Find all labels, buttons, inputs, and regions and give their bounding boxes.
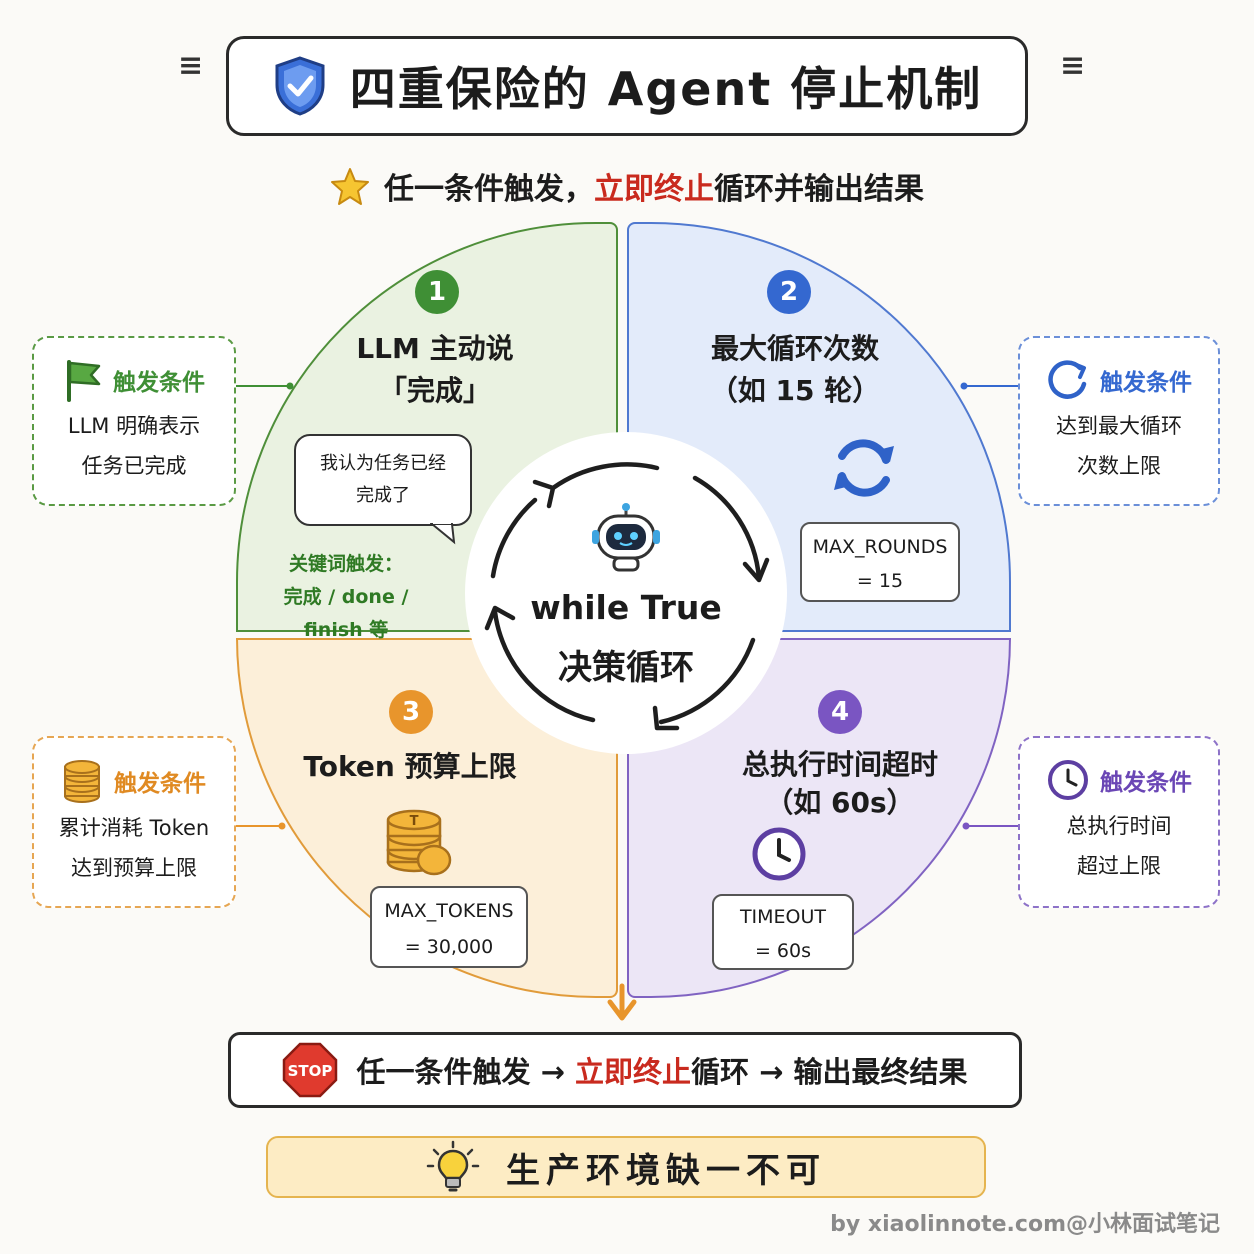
subtitle-part1: 任一条件触发， xyxy=(384,172,594,207)
q1-title: LLM 主动说 「完成」 xyxy=(300,328,570,412)
stop-bar-part1: 任一条件触发 → xyxy=(356,1055,565,1089)
side-text-1b: 任务已完成 xyxy=(81,454,187,478)
shield-check-icon xyxy=(275,56,325,116)
q1-title-line1: LLM 主动说 xyxy=(356,332,514,365)
side-heading-1: 触发条件 xyxy=(113,370,205,396)
timeout-code: TIMEOUT = 60s xyxy=(712,894,854,970)
side-box-token-budget: 触发条件 累计消耗 Token 达到预算上限 xyxy=(32,736,236,908)
clock-icon xyxy=(1048,760,1088,800)
stop-bar-part2: 循环 → 输出最终结果 xyxy=(691,1055,968,1089)
coins-icon xyxy=(64,760,100,803)
step-number-2: 2 xyxy=(767,270,811,314)
credit-watermark: by xiaolinnote.com@小林面试笔记 xyxy=(830,1212,1220,1237)
bubble-tail xyxy=(430,522,456,545)
production-note-text: 生产环境缺一不可 xyxy=(506,1150,826,1191)
step-number-1: 1 xyxy=(415,270,459,314)
max-tokens-code: MAX_TOKENS = 30,000 xyxy=(370,886,528,968)
speech-bubble: 我认为任务已经 完成了 xyxy=(294,434,472,526)
side-text-4a: 总执行时间 xyxy=(1066,814,1172,838)
step-number-3: 3 xyxy=(389,690,433,734)
side-text-3b: 达到预算上限 xyxy=(71,856,197,880)
max-rounds-code: MAX_ROUNDS = 15 xyxy=(800,522,960,602)
side-box-max-rounds: 触发条件 达到最大循环 次数上限 xyxy=(1018,336,1220,506)
q3-code-line1: MAX_TOKENS xyxy=(384,900,514,922)
bubble-line1: 我认为任务已经 xyxy=(320,453,446,474)
side-text-1a: LLM 明确表示 xyxy=(67,414,201,438)
coins-icon: T xyxy=(386,809,452,876)
flag-icon xyxy=(67,360,101,402)
step-number-4: 4 xyxy=(818,690,862,734)
star-icon xyxy=(331,168,369,205)
keyword-trigger: 关键词触发： 完成 / done / finish 等 xyxy=(266,548,426,647)
q2-title-line2: （如 15 轮） xyxy=(709,374,881,407)
q3-code-line2: = 30,000 xyxy=(404,936,494,958)
q4-title: 总执行时间超时 （如 60s） xyxy=(710,746,970,822)
subtitle-highlight: 立即终止 xyxy=(594,172,714,207)
keyword-line1: 关键词触发： xyxy=(288,553,403,575)
refresh-icon xyxy=(834,439,894,497)
q2-title-line1: 最大循环次数 xyxy=(710,332,879,365)
stop-bar-highlight: 立即终止 xyxy=(575,1055,692,1089)
q2-code-line2: = 15 xyxy=(856,570,904,592)
subtitle: 任一条件触发，立即终止循环并输出结果 xyxy=(0,164,1254,208)
side-box-timeout: 触发条件 总执行时间 超过上限 xyxy=(1018,736,1220,908)
svg-text:T: T xyxy=(410,814,419,829)
stop-sign-text: STOP xyxy=(288,1062,333,1080)
q3-title: Token 预算上限 xyxy=(280,746,540,788)
q1-title-line2: 「完成」 xyxy=(378,374,491,407)
q2-title: 最大循环次数 （如 15 轮） xyxy=(660,328,930,412)
page-title: 四重保险的 Agent 停止机制 xyxy=(349,62,983,116)
side-heading-4: 触发条件 xyxy=(1100,770,1192,796)
q3-title-line1: Token 预算上限 xyxy=(303,750,517,783)
loop-arrows xyxy=(484,462,770,731)
stop-sign-icon: STOP xyxy=(283,1042,338,1098)
production-note: 生产环境缺一不可 xyxy=(266,1136,986,1198)
decision-loop-circle xyxy=(465,432,787,754)
stop-summary-bar: STOP 任一条件触发 → 立即终止循环 → 输出最终结果 xyxy=(228,1032,1022,1108)
bubble-line2: 完成了 xyxy=(356,485,410,506)
core-line1: while True xyxy=(530,588,722,627)
q4-code-line2: = 60s xyxy=(754,940,812,962)
keyword-line3: finish 等 xyxy=(303,619,389,641)
subtitle-part2: 循环并输出结果 xyxy=(714,172,924,207)
side-box-llm-done: 触发条件 LLM 明确表示 任务已完成 xyxy=(32,336,236,506)
core-line2: 决策循环 xyxy=(558,648,694,688)
side-text-2b: 次数上限 xyxy=(1077,454,1161,478)
q4-title-line1: 总执行时间超时 xyxy=(741,748,938,781)
title-box: 四重保险的 Agent 停止机制 xyxy=(226,36,1028,136)
q4-title-line2: （如 60s） xyxy=(765,786,915,819)
side-heading-2: 触发条件 xyxy=(1100,370,1192,396)
side-text-4b: 超过上限 xyxy=(1077,854,1161,878)
side-text-3a: 累计消耗 Token xyxy=(58,816,210,840)
q2-code-line1: MAX_ROUNDS xyxy=(812,536,948,558)
robot-icon xyxy=(592,503,660,572)
lightbulb-icon xyxy=(426,1140,480,1192)
q4-code-line1: TIMEOUT xyxy=(739,906,827,928)
refresh-icon xyxy=(1048,360,1087,399)
clock-icon xyxy=(752,827,806,881)
keyword-line2: 完成 / done / xyxy=(283,586,409,608)
side-text-2a: 达到最大循环 xyxy=(1056,414,1182,438)
side-heading-3: 触发条件 xyxy=(114,771,206,797)
